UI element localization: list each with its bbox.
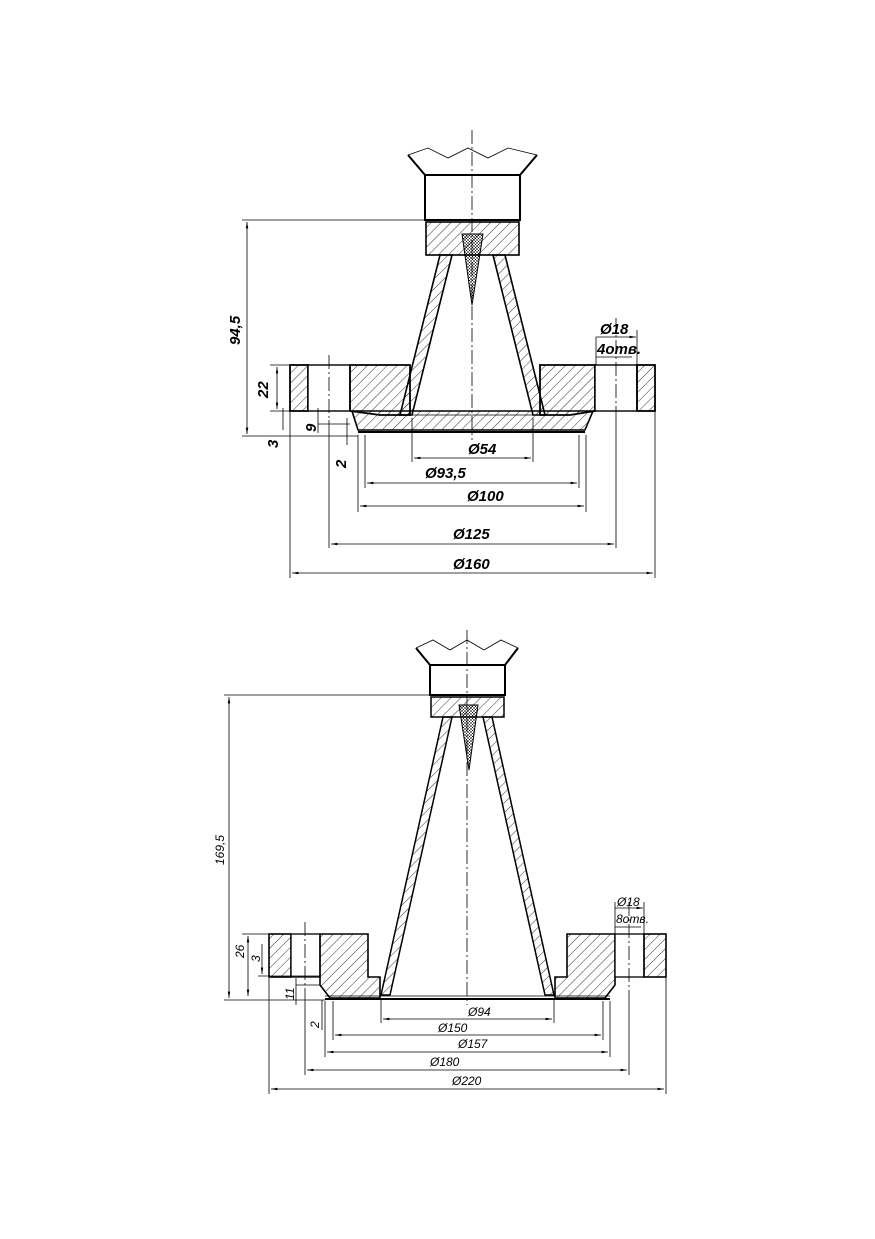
- top-flange-left-outer: [289, 364, 309, 412]
- top-dim-d93-5: Ø93,5: [425, 465, 467, 482]
- top-flange-right-outer: [636, 364, 656, 412]
- bottom-step-11-label: 11: [283, 988, 297, 1000]
- bottom-inner-spike: [458, 704, 479, 771]
- bottom-cone-wall-right: [482, 716, 555, 996]
- top-step-2-label: 2: [333, 459, 350, 469]
- top-bottom-ring: [350, 410, 595, 431]
- bottom-flange-right-inner: [554, 933, 616, 999]
- top-dim-d54: Ø54: [468, 441, 497, 458]
- bottom-dim-d94: Ø94: [467, 1005, 491, 1019]
- bottom-hole-diameter-label: Ø18: [616, 895, 640, 909]
- bottom-dim-d157: Ø157: [457, 1037, 489, 1051]
- bottom-flange-right-hole: [614, 933, 645, 978]
- bottom-flange-left-inner: [319, 933, 381, 999]
- bottom-dim-d180: Ø180: [429, 1055, 460, 1069]
- bottom-step-2-label: 2: [308, 1021, 322, 1029]
- bottom-flange-left-outer: [268, 933, 292, 978]
- top-step-9-label: 9: [303, 423, 320, 432]
- top-flange-thickness-label: 22: [255, 381, 272, 399]
- bottom-drawing: 169,5 26 3 11 2 Ø18 8отв. Ø94 Ø150: [213, 630, 667, 1094]
- top-inner-spike: [461, 233, 484, 306]
- bottom-flange-right-outer: [643, 933, 667, 978]
- top-dim-d160: Ø160: [453, 556, 490, 573]
- top-hole-count-label: 4отв.: [596, 341, 641, 358]
- top-dim-d100: Ø100: [467, 488, 504, 505]
- top-hole-diameter-label: Ø18: [600, 321, 629, 338]
- top-pipe-stub: [407, 154, 538, 221]
- bottom-dim-d150: Ø150: [437, 1021, 468, 1035]
- bottom-dim-d220: Ø220: [451, 1074, 482, 1088]
- bottom-flange-left-hole: [290, 933, 321, 978]
- top-step-3-label: 3: [265, 439, 282, 448]
- bottom-height-label: 169,5: [213, 835, 227, 865]
- top-flange-left-inner: [349, 364, 411, 416]
- bottom-cone-wall-left: [380, 716, 453, 996]
- bottom-flange-thickness-label: 26: [233, 944, 247, 959]
- top-cone-wall-right: [491, 254, 547, 416]
- top-drawing: 94,5 22 3 9 2 Ø18 4отв. Ø54 Ø93,5 Ø100: [227, 130, 656, 578]
- bottom-hole-count-label: 8отв.: [616, 912, 649, 926]
- bottom-pipe-stub: [415, 647, 519, 696]
- bottom-step-3-label: 3: [249, 955, 263, 962]
- top-dim-d125: Ø125: [453, 526, 490, 543]
- top-height-label: 94,5: [227, 315, 244, 345]
- top-flange-right-inner: [539, 364, 596, 416]
